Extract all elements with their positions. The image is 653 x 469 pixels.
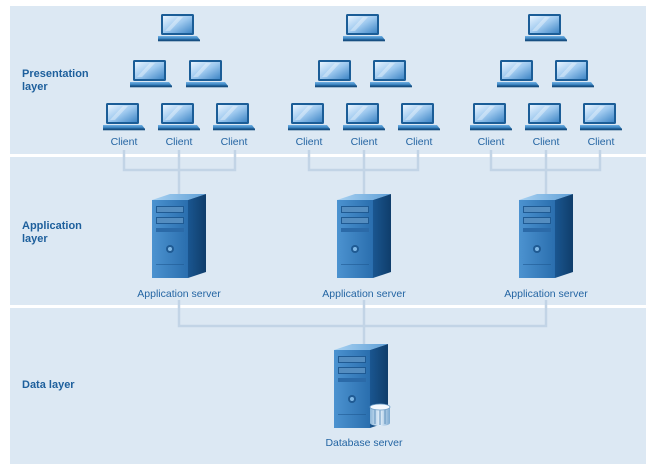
laptop-icon [186,60,228,88]
application-server-label: Application server [504,288,588,300]
client-label: Client [406,136,433,148]
server-tower-icon [519,194,573,278]
laptop-icon [288,103,330,131]
laptop-icon [213,103,255,131]
server-tower-icon [152,194,206,278]
application-server-3: Application server [504,194,588,300]
laptop-icon [497,60,539,88]
laptop-icon [103,103,145,131]
laptop-icon [370,60,412,88]
laptop-icon [158,14,200,42]
laptop-icon [130,60,172,88]
client-group-3: Client Client Client [470,14,622,148]
client-group-2: Client Client Client [288,14,440,148]
laptop-icon [525,103,567,131]
application-server-label: Application server [322,288,406,300]
data-layer-band [10,308,646,464]
client-label: Client [111,136,138,148]
data-layer-label: Data layer [22,379,75,391]
client-label: Client [478,136,505,148]
server-tower-icon [337,194,391,278]
application-server-1: Application server [137,194,221,300]
laptop-icon [158,103,200,131]
server-connectors [177,300,548,344]
database-server-label: Database server [325,437,403,449]
laptop-icon [580,103,622,131]
database-icon [369,403,391,427]
client-label: Client [221,136,248,148]
application-server-2: Application server [322,194,406,300]
laptop-icon [525,14,567,42]
laptop-icon [315,60,357,88]
laptop-icon [343,103,385,131]
client-label: Client [588,136,615,148]
client-connectors [122,150,602,194]
application-server-label: Application server [137,288,221,300]
client-label: Client [296,136,323,148]
laptop-icon [343,14,385,42]
laptop-icon [470,103,512,131]
database-server: Database server [325,344,403,449]
laptop-icon [552,60,594,88]
client-label: Client [166,136,193,148]
laptop-icon [398,103,440,131]
client-label: Client [533,136,560,148]
client-group-1: Client Client Client [103,14,255,148]
client-label: Client [351,136,378,148]
